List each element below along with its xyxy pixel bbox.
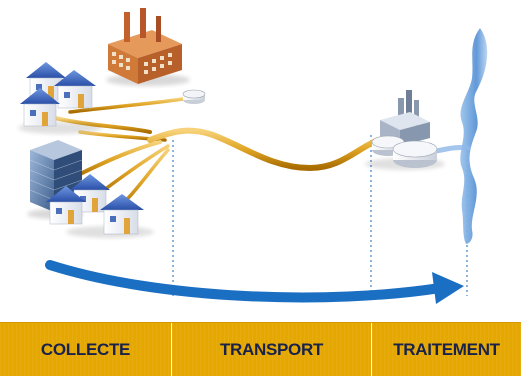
stage-label-collecte: COLLECTE (40, 340, 131, 359)
stage-transport: TRANSPORT (172, 323, 372, 376)
factory-icon (106, 8, 206, 104)
flow-arrow-icon (45, 260, 464, 304)
river-icon (427, 28, 488, 244)
sewer-pipes (53, 96, 381, 216)
stage-label-traitement: TRAITEMENT (393, 340, 500, 359)
treatment-plant-icon (365, 90, 445, 170)
stage-collecte: COLLECTE (0, 323, 172, 376)
stage-traitement: TRAITEMENT (372, 323, 521, 376)
stage-band: COLLECTE TRANSPORT TRAITEMENT (0, 322, 521, 376)
stage-label-transport: TRANSPORT (219, 340, 324, 359)
house-icon-lower (46, 174, 154, 238)
house-icon (18, 62, 102, 134)
